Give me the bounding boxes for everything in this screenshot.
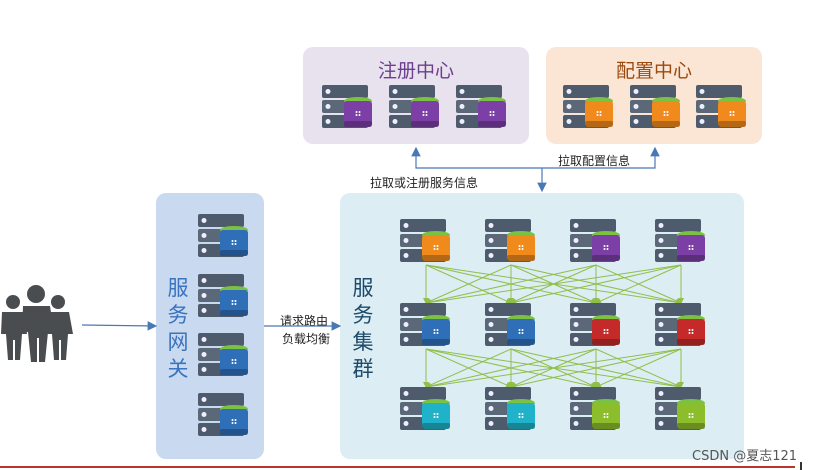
title-char: 服 [352,276,374,300]
title-char: 务 [352,303,374,327]
route-label-1: 请求路由 [280,314,329,328]
watermark: CSDN @夏志121 [692,449,798,464]
mesh-line [425,264,682,306]
server-stack-icon [400,217,452,271]
mesh-line [425,264,512,304]
mesh-line [510,264,682,305]
pull-config-label: 拉取配置信息 [558,154,631,168]
title-char: 关 [167,357,189,381]
server-stack-icon [198,212,250,266]
server-stack-icon [563,83,615,137]
server-stack-icon [655,385,707,439]
title-char: 服 [167,276,189,300]
server-stack-icon [400,301,452,355]
footer-line-end [800,462,802,470]
users-to-gateway-arrow [81,321,158,331]
server-stack-icon [630,83,682,137]
registry-arrow [411,146,542,169]
server-stack-icon [655,301,707,355]
mesh-line [425,348,597,389]
title-char: 群 [352,357,374,381]
registry-title: 注册中心 [377,60,454,82]
title-char: 集 [352,330,374,354]
server-stack-icon [570,217,622,271]
server-stack-icon [570,385,622,439]
server-stack-icon [485,217,537,271]
route-label-2: 负载均衡 [282,332,331,346]
pull-register-label: 拉取或注册服务信息 [370,176,479,190]
server-stack-icon [456,83,508,137]
server-stack-icon [389,83,441,137]
mesh-line [425,348,512,388]
server-stack-icon [198,272,250,326]
mesh-line [595,348,682,388]
title-char: 网 [167,330,189,354]
server-stack-icon [696,83,748,137]
title-char: 务 [167,303,189,327]
mesh-line [595,264,682,304]
mesh-line [425,348,682,390]
gateway-title: 服务网关 [166,275,190,383]
cluster-title: 服务集群 [351,275,375,383]
server-stack-icon [400,385,452,439]
config-arrow [542,146,660,169]
footer-line [0,466,795,468]
server-stack-icon [198,391,250,445]
mesh-line [425,264,597,305]
server-stack-icon [485,301,537,355]
server-stack-icon [485,385,537,439]
server-stack-icon [198,331,250,385]
mesh-line [510,348,682,389]
server-stack-icon [655,217,707,271]
cluster-mesh-lines [423,264,684,390]
server-stack-icon [570,301,622,355]
config-title: 配置中心 [615,60,692,82]
server-stack-icon [322,83,374,137]
